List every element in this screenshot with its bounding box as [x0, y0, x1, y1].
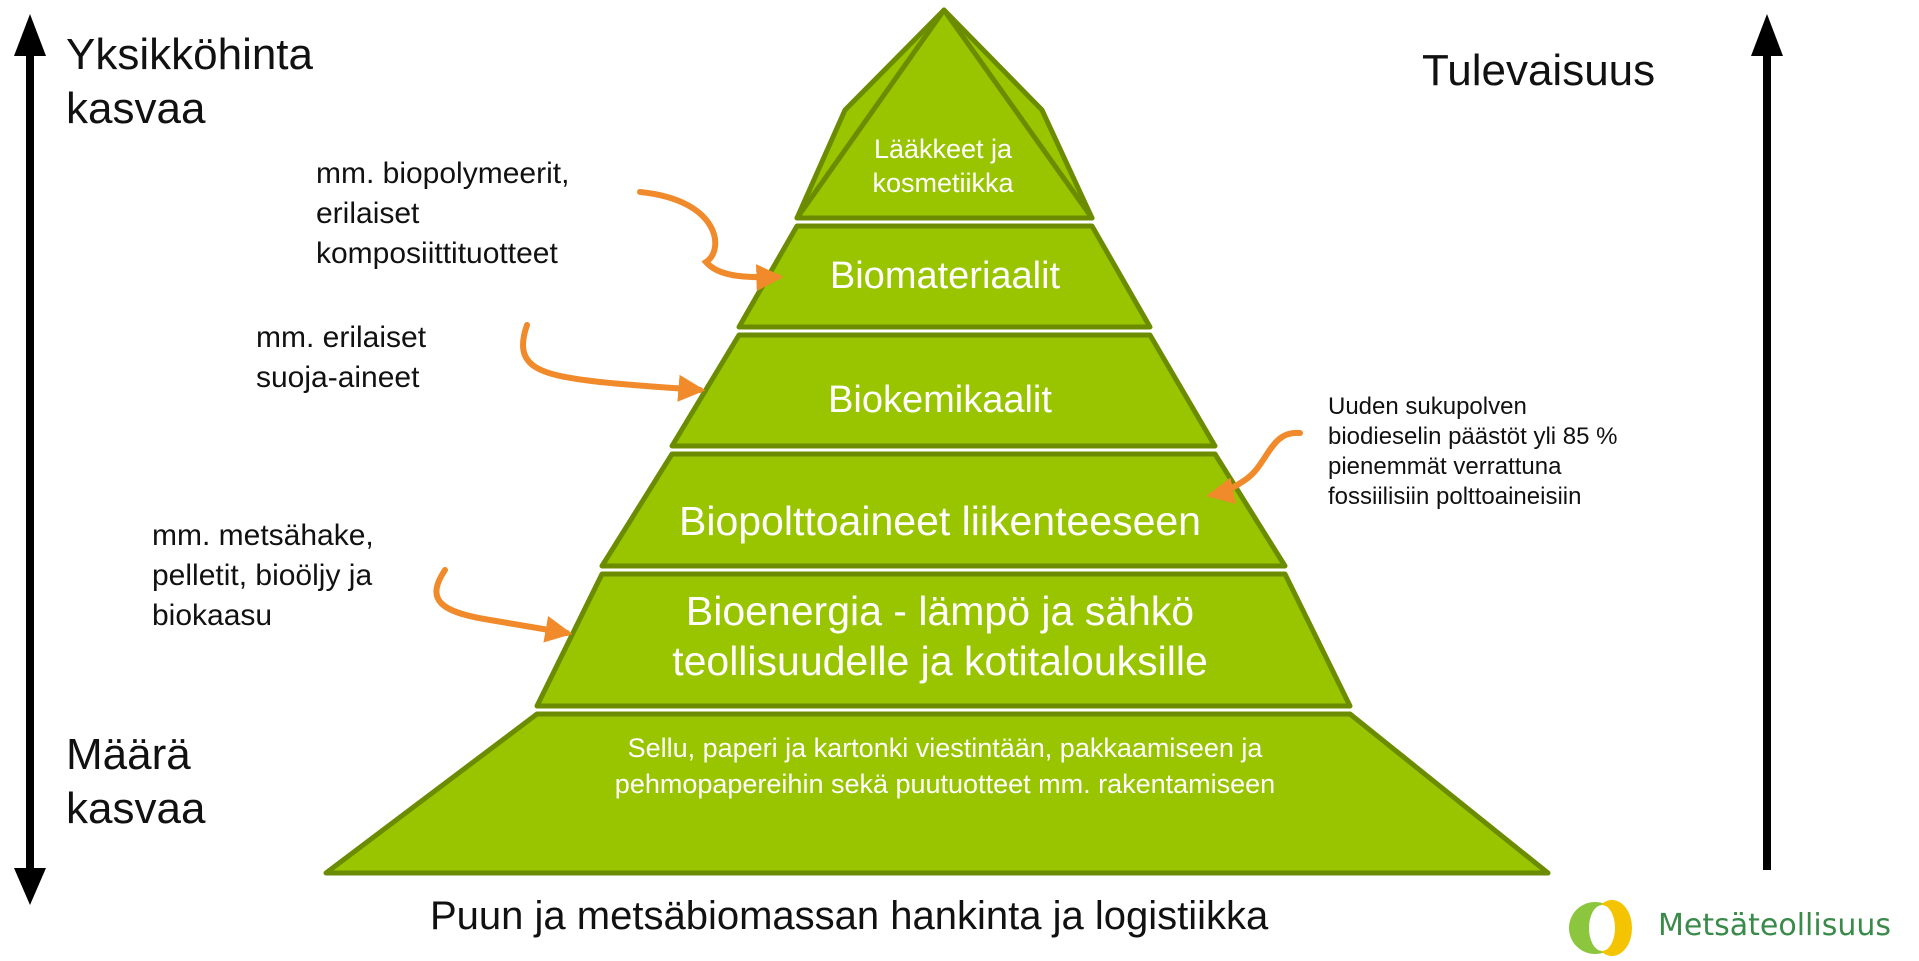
pyramid-tier-1-top — [794, 7, 1095, 221]
arrow-biopolttoaineet — [1206, 429, 1303, 504]
logo-mark — [1569, 900, 1632, 956]
note-biopolymeerit: mm. biopolymeerit, erilaiset komposiitti… — [316, 157, 570, 270]
note-biodiesel: Uuden sukupolven biodieselin päästöt yli… — [1328, 393, 1618, 510]
pyramid-tier-3 — [669, 332, 1218, 449]
tier-label-laakkeet: Lääkkeet ja kosmetiikka — [872, 134, 1014, 198]
tier-label-biopolttoaineet: Biopolttoaineet liikenteeseen — [679, 498, 1201, 544]
tier-label-biomateriaalit: Biomateriaalit — [829, 255, 1061, 297]
tier-label-sellu: Sellu, paperi ja kartonki viestintään, p… — [614, 733, 1276, 799]
arrow-biomateriaalit — [637, 189, 784, 292]
pyramid — [323, 7, 1551, 876]
note-suoja-aineet: mm. erilaiset suoja-aineet — [256, 321, 427, 394]
pyramid-tier-2 — [736, 223, 1153, 330]
left-axis-top-label: Yksikköhinta kasvaa — [66, 30, 314, 133]
left-double-arrow — [14, 14, 46, 905]
note-metsahake: mm. metsähake, pelletit, bioöljy ja biok… — [152, 519, 374, 632]
pyramid-tier-6 — [323, 711, 1551, 876]
tier-label-bioenergia: Bioenergia - lämpö ja sähkö teollisuudel… — [672, 588, 1208, 684]
pyramid-tier-5 — [534, 571, 1353, 709]
left-axis-bottom-label: Määrä kasvaa — [66, 730, 206, 833]
annotation-arrows — [433, 189, 1303, 643]
pyramid-tier-4 — [599, 451, 1288, 569]
right-up-arrow — [1751, 14, 1783, 870]
tier-label-biokemikaalit: Biokemikaalit — [828, 379, 1052, 421]
arrow-biokemikaalit — [520, 322, 706, 402]
base-caption: Puun ja metsäbiomassan hankinta ja logis… — [430, 894, 1269, 938]
arrow-bioenergia — [433, 567, 573, 643]
logo-text: Metsäteollisuus — [1658, 908, 1891, 943]
right-axis-label: Tulevaisuus — [1422, 46, 1656, 95]
